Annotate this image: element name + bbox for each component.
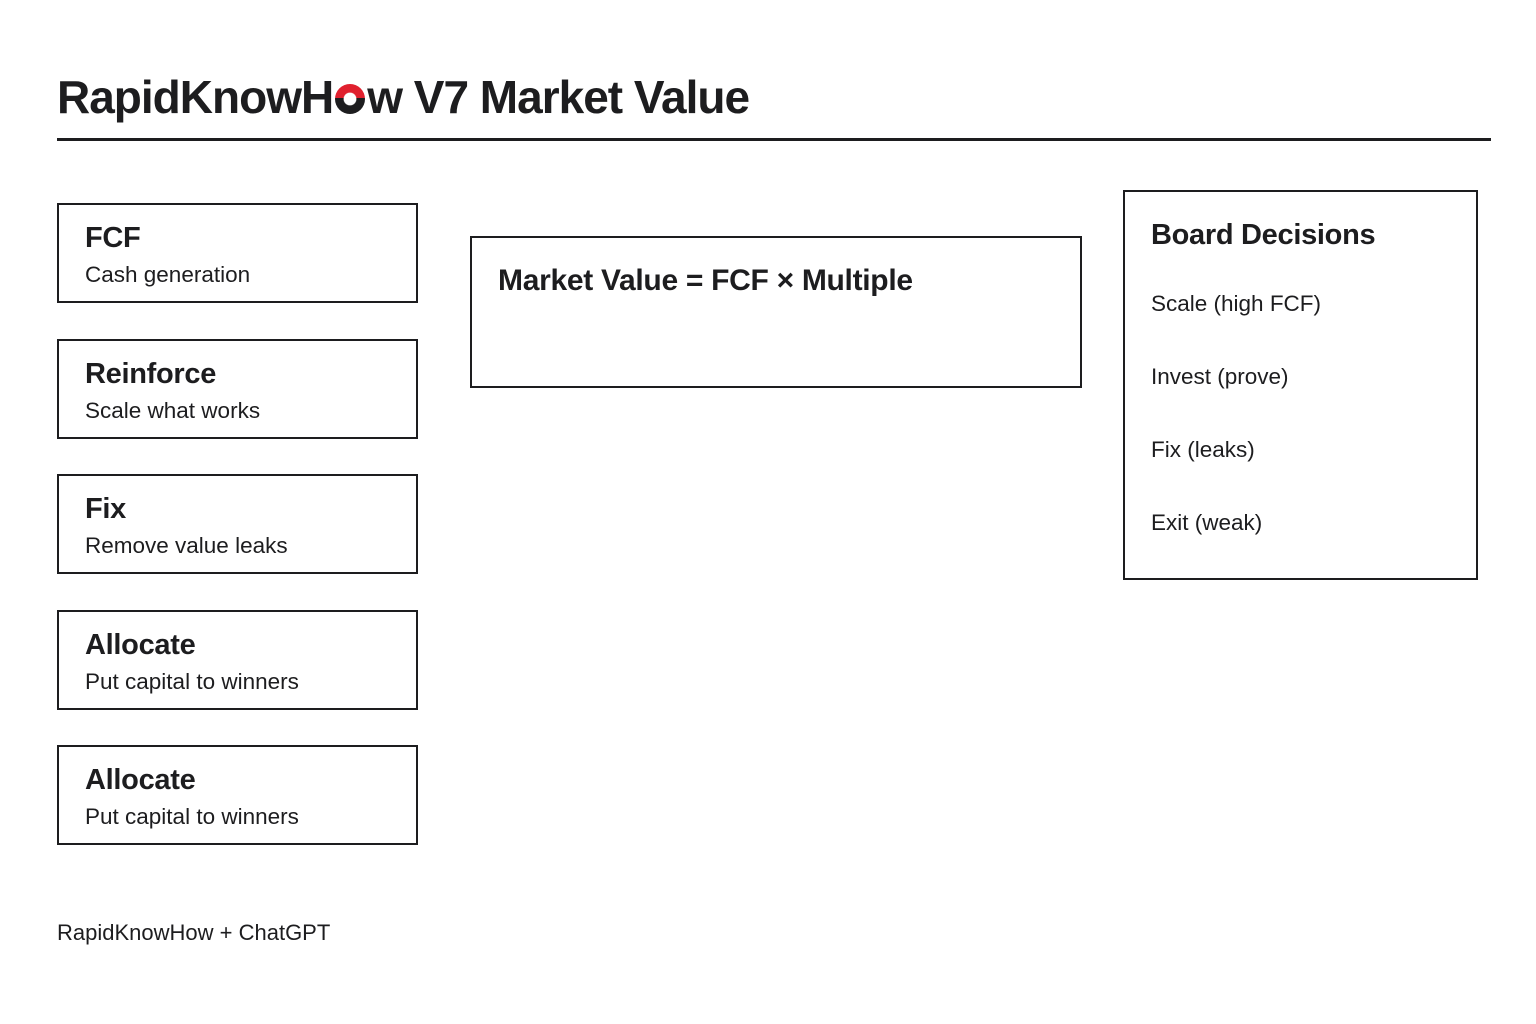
process-box-title: Reinforce bbox=[85, 358, 217, 390]
board-decision-item-fix: Fix (leaks) bbox=[1151, 437, 1255, 462]
formula-box: Market Value = FCF × Multiple bbox=[470, 236, 1082, 388]
process-box-allocate-1: Allocate Put capital to winners bbox=[57, 610, 418, 710]
process-box-title: Allocate bbox=[85, 764, 196, 796]
title-underline bbox=[57, 138, 1491, 141]
board-decisions-box: Board Decisions Scale (high FCF) Invest … bbox=[1123, 190, 1478, 580]
process-box-subtitle: Remove value leaks bbox=[85, 533, 288, 559]
page-title: RapidKnowH w V7 Market Value bbox=[57, 70, 750, 124]
board-decision-item-exit: Exit (weak) bbox=[1151, 510, 1263, 535]
title-part-1: RapidKnowH bbox=[57, 71, 334, 123]
process-box-subtitle: Put capital to winners bbox=[85, 804, 299, 830]
formula-text: Market Value = FCF × Multiple bbox=[498, 264, 913, 297]
process-box-fix: Fix Remove value leaks bbox=[57, 474, 418, 574]
board-decisions-title: Board Decisions bbox=[1151, 219, 1376, 251]
process-box-allocate-2: Allocate Put capital to winners bbox=[57, 745, 418, 845]
process-box-subtitle: Scale what works bbox=[85, 398, 261, 424]
title-part-2: w V7 Market Value bbox=[367, 71, 750, 123]
brand-donut-o-icon bbox=[335, 84, 366, 114]
process-box-title: FCF bbox=[85, 222, 141, 254]
board-decision-item-scale: Scale (high FCF) bbox=[1151, 291, 1322, 316]
process-box-fcf: FCF Cash generation bbox=[57, 203, 418, 303]
process-box-subtitle: Cash generation bbox=[85, 262, 251, 288]
board-decision-item-invest: Invest (prove) bbox=[1151, 364, 1289, 389]
process-box-title: Fix bbox=[85, 493, 126, 525]
process-box-title: Allocate bbox=[85, 629, 196, 661]
footer-credit: RapidKnowHow + ChatGPT bbox=[57, 920, 331, 945]
process-box-subtitle: Put capital to winners bbox=[85, 669, 299, 695]
process-box-reinforce: Reinforce Scale what works bbox=[57, 339, 418, 439]
